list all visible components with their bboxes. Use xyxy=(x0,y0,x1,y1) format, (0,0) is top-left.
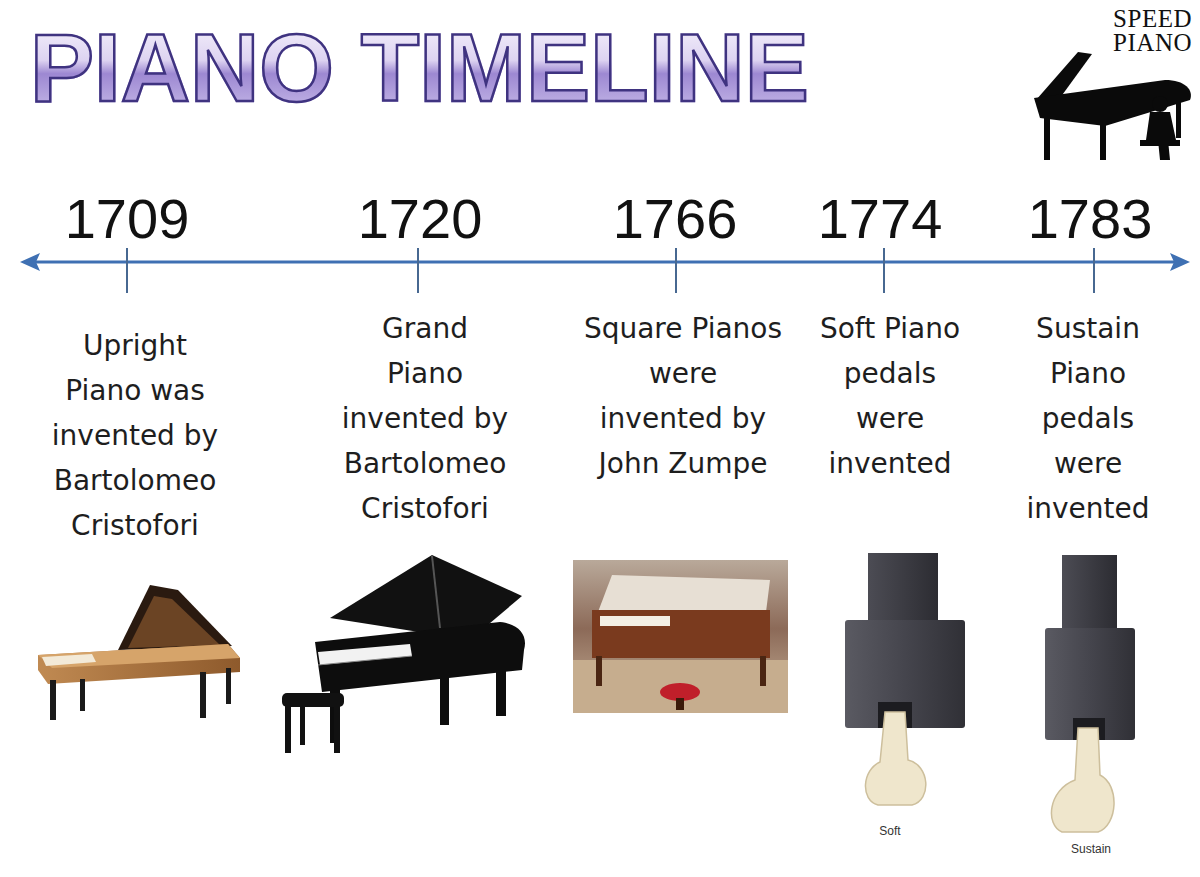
arrow-head xyxy=(20,253,40,271)
year-label: 1774 xyxy=(795,191,965,247)
event-description: Sustain Piano pedals were invented xyxy=(1013,306,1163,531)
year-label: 1720 xyxy=(335,191,505,247)
pedal-label: Sustain xyxy=(1051,842,1131,856)
sustain-pedal xyxy=(1045,555,1135,832)
logo-text: SPEED xyxy=(1102,6,1192,31)
pedal-label: Soft xyxy=(850,824,930,838)
event-description: Upright Piano was invented by Bartolomeo… xyxy=(45,323,225,548)
event-description: Square Pianos were invented by John Zump… xyxy=(583,306,783,486)
timeline-axis xyxy=(20,248,1190,293)
cristofori-piano xyxy=(38,585,240,720)
event-description: Soft Piano pedals were invented xyxy=(810,306,970,486)
soft-pedal xyxy=(845,553,965,805)
title: PIANO TIMELINE xyxy=(30,20,809,116)
axis-line xyxy=(34,261,1176,264)
square-piano-photo xyxy=(573,560,788,713)
year-label: 1709 xyxy=(42,191,212,247)
arrow-head xyxy=(1170,253,1190,271)
year-label: 1766 xyxy=(590,191,760,247)
grand-piano xyxy=(282,555,525,753)
logo-text: PIANO xyxy=(1102,30,1192,55)
event-description: Grand Piano invented by Bartolomeo Crist… xyxy=(341,306,510,531)
tick-marks xyxy=(127,248,1094,293)
logo-piano xyxy=(1034,52,1191,160)
year-label: 1783 xyxy=(1005,191,1175,247)
